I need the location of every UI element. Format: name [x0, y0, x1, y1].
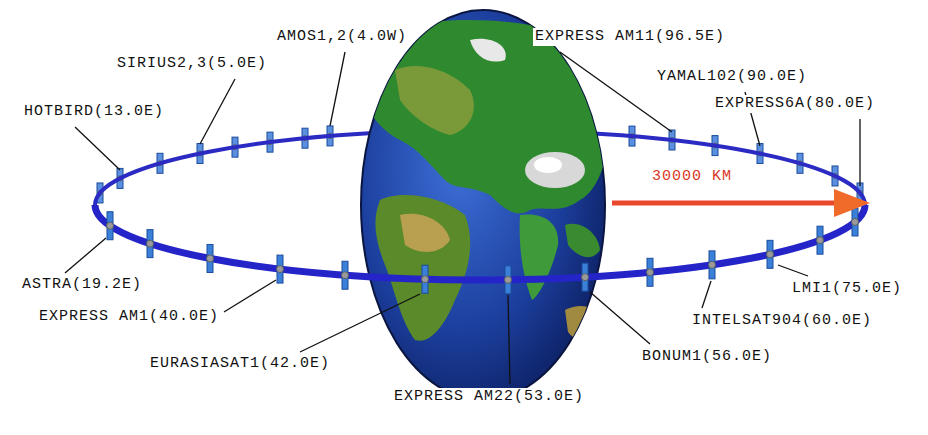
satellite-label: LMI1(75.0E) — [790, 280, 904, 298]
distance-label: 30000 KM — [650, 168, 734, 186]
satellite-label: INTELSAT904(60.0E) — [690, 312, 874, 330]
satellite-label: HOTBIRD(13.0E) — [22, 103, 166, 121]
satellite — [582, 263, 589, 291]
satellite — [647, 258, 654, 286]
satellite-label: SIRIUS2,3(5.0E) — [115, 55, 269, 73]
satellite-label: EXPRESS AM22(53.0E) — [392, 388, 586, 406]
satellite — [767, 240, 774, 268]
satellite — [107, 212, 114, 240]
satellite-label: ASTRA(19.2E) — [20, 276, 144, 294]
satellite — [277, 255, 284, 283]
satellite — [852, 208, 859, 236]
satellite — [817, 226, 824, 254]
distance-arrow — [612, 189, 870, 217]
satellite — [422, 265, 429, 293]
satellite-label: EXPRESS AM1(40.0E) — [37, 308, 221, 326]
satellite — [207, 244, 214, 272]
satellite — [505, 266, 512, 294]
satellite — [709, 251, 716, 279]
earth — [361, 10, 610, 400]
satellites-front — [107, 208, 859, 294]
satellite-label: EXPRESS AM11(96.5E) — [533, 28, 727, 46]
orbit-front — [95, 205, 865, 280]
satellite-label: EURASIASAT1(42.0E) — [148, 355, 332, 373]
satellite-label: AMOS1,2(4.0W) — [275, 28, 409, 46]
satellite-label: BONUM1(56.0E) — [640, 348, 774, 366]
satellite-label: EXPRESS6A(80.0E) — [713, 95, 877, 113]
satellite — [342, 261, 349, 289]
satellite-label: YAMAL102(90.0E) — [655, 68, 809, 86]
satellite — [147, 230, 154, 258]
